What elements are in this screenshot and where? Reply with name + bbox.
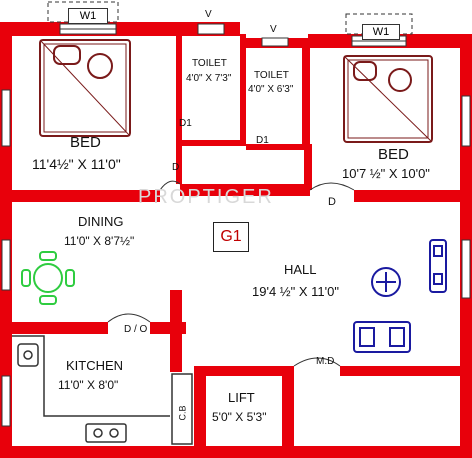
vent-2 (261, 37, 289, 47)
wall-toilet2-right (302, 44, 310, 144)
wall-lift-top (194, 366, 294, 376)
window-left-wall-1 (1, 89, 11, 147)
door-label-do: D / O (124, 324, 148, 335)
bed-right-furniture (343, 55, 433, 143)
window-label-left: W1 (68, 8, 108, 24)
vent-1 (197, 23, 225, 35)
room-dim-toilet-1: 4'0" X 7'3" (186, 73, 232, 84)
kitchen-counter (12, 335, 193, 445)
wall-mid-center (180, 184, 310, 196)
room-name-hall: HALL (284, 262, 317, 277)
windows (1, 1, 471, 427)
dining-set (21, 251, 75, 305)
room-name-bed-left: BED (70, 134, 101, 151)
room-dim-lift: 5'0" X 5'3" (212, 410, 267, 424)
cb-cabinet (171, 373, 193, 445)
room-name-dining: DINING (78, 214, 124, 229)
wall-toilet-bottom (176, 140, 246, 146)
window-left-wall-3 (1, 375, 11, 427)
door-label-d-a: D (172, 162, 180, 173)
window-left-bay (47, 1, 119, 23)
wall-toilet2-bottom (246, 144, 310, 150)
room-dim-bed-right: 10'7 ½" X 10'0" (342, 166, 430, 181)
vent-label-2: V (270, 24, 277, 35)
bed-left-furniture (39, 39, 131, 137)
room-name-kitchen: KITCHEN (66, 358, 124, 373)
room-dim-dining: 11'0" X 8'7½" (64, 234, 135, 248)
room-dim-bed-left: 11'4½" X 11'0" (32, 156, 121, 172)
room-name-lift: LIFT (228, 390, 255, 405)
wall-mid-left (0, 190, 160, 202)
vent-label-1: V (205, 9, 212, 20)
room-name-toilet-2: TOILET (254, 70, 289, 81)
window-right-wall-2 (461, 239, 471, 299)
window-right-wall-1 (461, 95, 471, 147)
door-label-md: M.D (316, 356, 335, 367)
wall-toilet1-left (176, 34, 182, 184)
wall-bottom (0, 446, 472, 458)
wall-lift-right (282, 366, 294, 458)
room-dim-hall: 19'4 ½" X 11'0" (252, 284, 339, 299)
room-name-bed-right: BED (378, 146, 409, 163)
room-dim-toilet-2: 4'0" X 6'3" (248, 84, 294, 95)
wall-cb-right (194, 368, 206, 458)
door-label-d1-b: D1 (256, 135, 269, 146)
unit-tag: G1 (213, 222, 249, 252)
window-left-wall-2 (1, 239, 11, 291)
room-name-toilet-1: TOILET (192, 58, 227, 69)
wall-mid-right (354, 190, 472, 202)
wall-bed-right-left (304, 144, 312, 190)
door-label-d-b: D (328, 196, 336, 208)
room-dim-kitchen: 11'0" X 8'0" (58, 378, 119, 392)
door-label-d1-a: D1 (179, 118, 192, 129)
wall-toilet1-right (240, 34, 246, 142)
wall-kitchen-top (0, 322, 108, 334)
watermark: PROPTIGER (138, 186, 274, 208)
stove-icon (85, 423, 127, 443)
hall-furniture (353, 239, 447, 353)
window-label-right: W1 (362, 24, 400, 40)
cb-label: C.B (177, 405, 188, 421)
wall-kitchen-right (170, 290, 182, 372)
sink-icon (17, 343, 39, 367)
door-marks (107, 180, 355, 367)
wall-md-right (340, 366, 472, 376)
